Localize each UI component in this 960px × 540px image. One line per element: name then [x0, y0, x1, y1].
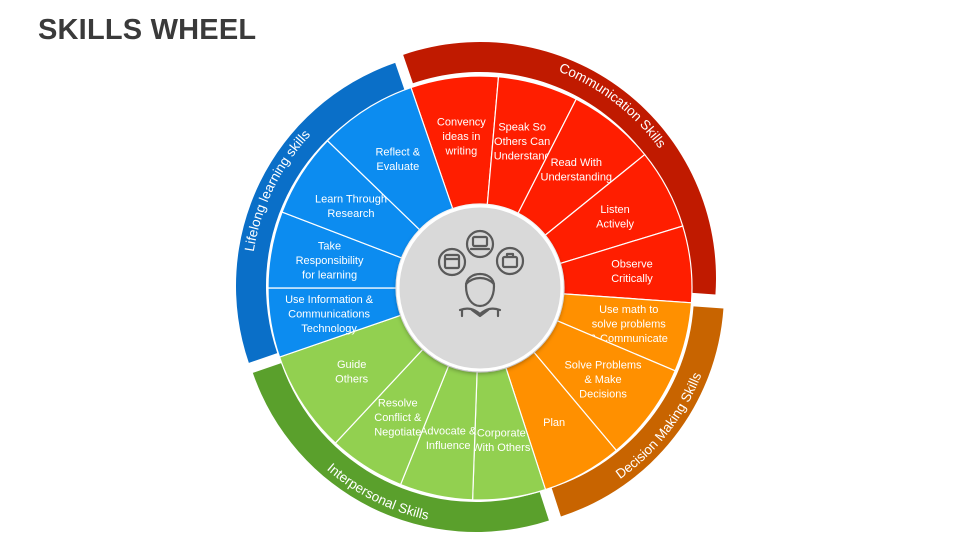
center-circle — [396, 204, 564, 372]
page-title: SKILLS WHEEL — [38, 14, 257, 46]
ring-communication — [403, 41, 716, 295]
outer-ring-group — [236, 41, 724, 533]
segment-label: Advocate &Influence — [420, 425, 477, 452]
ring-decision — [551, 306, 724, 517]
segment-label: Plan — [543, 417, 565, 429]
ring-lifelong — [236, 62, 405, 363]
person-with-devices-icon — [437, 229, 525, 318]
center-hub — [396, 204, 564, 372]
segment-lifelong[interactable] — [326, 86, 454, 231]
ring-interpersonal — [252, 363, 549, 533]
segment-label: Reflect &Evaluate — [375, 147, 420, 174]
